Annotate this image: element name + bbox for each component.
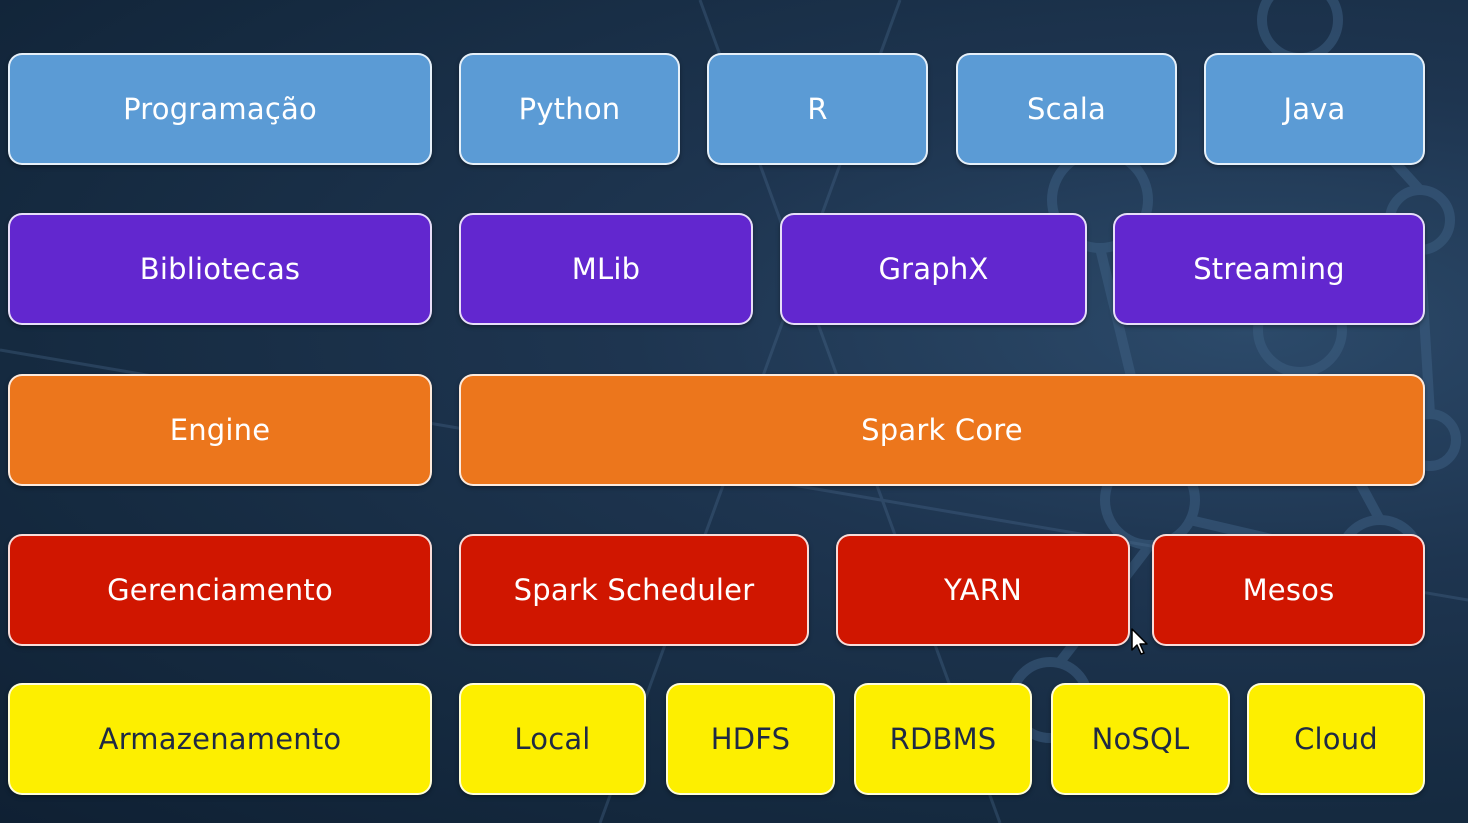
hdfs-box: HDFS bbox=[666, 683, 835, 795]
gerenciamento-label: Gerenciamento bbox=[107, 573, 333, 607]
streaming-box: Streaming bbox=[1113, 213, 1425, 325]
mesos-label: Mesos bbox=[1242, 573, 1335, 607]
programacao-label: Programação bbox=[123, 92, 317, 126]
nosql-box: NoSQL bbox=[1051, 683, 1230, 795]
spark-scheduler-label: Spark Scheduler bbox=[513, 573, 755, 607]
mesos-box: Mesos bbox=[1152, 534, 1425, 646]
engine-label: Engine bbox=[169, 413, 271, 447]
cloud-box: Cloud bbox=[1247, 683, 1425, 795]
local-label: Local bbox=[514, 722, 591, 756]
bibliotecas-label-box: Bibliotecas bbox=[8, 213, 432, 325]
r-label: R bbox=[807, 92, 828, 126]
java-box: Java bbox=[1204, 53, 1425, 165]
java-label: Java bbox=[1283, 92, 1346, 126]
local-box: Local bbox=[459, 683, 646, 795]
spark-core-label: Spark Core bbox=[861, 413, 1023, 447]
python-label: Python bbox=[518, 92, 621, 126]
armazenamento-label: Armazenamento bbox=[98, 722, 342, 756]
hdfs-label: HDFS bbox=[710, 722, 791, 756]
gerenciamento-label-box: Gerenciamento bbox=[8, 534, 432, 646]
armazenamento-label-box: Armazenamento bbox=[8, 683, 432, 795]
nosql-label: NoSQL bbox=[1091, 722, 1190, 756]
mlib-box: MLib bbox=[459, 213, 753, 325]
spark-scheduler-box: Spark Scheduler bbox=[459, 534, 809, 646]
scala-box: Scala bbox=[956, 53, 1177, 165]
programacao-label-box: Programação bbox=[8, 53, 432, 165]
cloud-label: Cloud bbox=[1294, 722, 1378, 756]
python-box: Python bbox=[459, 53, 680, 165]
spark-core-box: Spark Core bbox=[459, 374, 1425, 486]
yarn-label: YARN bbox=[944, 573, 1022, 607]
mouse-cursor-icon bbox=[1131, 628, 1148, 655]
engine-label-box: Engine bbox=[8, 374, 432, 486]
rdbms-box: RDBMS bbox=[854, 683, 1032, 795]
streaming-label: Streaming bbox=[1193, 252, 1345, 286]
rdbms-label: RDBMS bbox=[889, 722, 997, 756]
graphx-box: GraphX bbox=[780, 213, 1087, 325]
yarn-box: YARN bbox=[836, 534, 1130, 646]
r-box: R bbox=[707, 53, 928, 165]
graphx-label: GraphX bbox=[878, 252, 989, 286]
bibliotecas-label: Bibliotecas bbox=[139, 252, 301, 286]
mlib-label: MLib bbox=[571, 252, 641, 286]
scala-label: Scala bbox=[1027, 92, 1106, 126]
